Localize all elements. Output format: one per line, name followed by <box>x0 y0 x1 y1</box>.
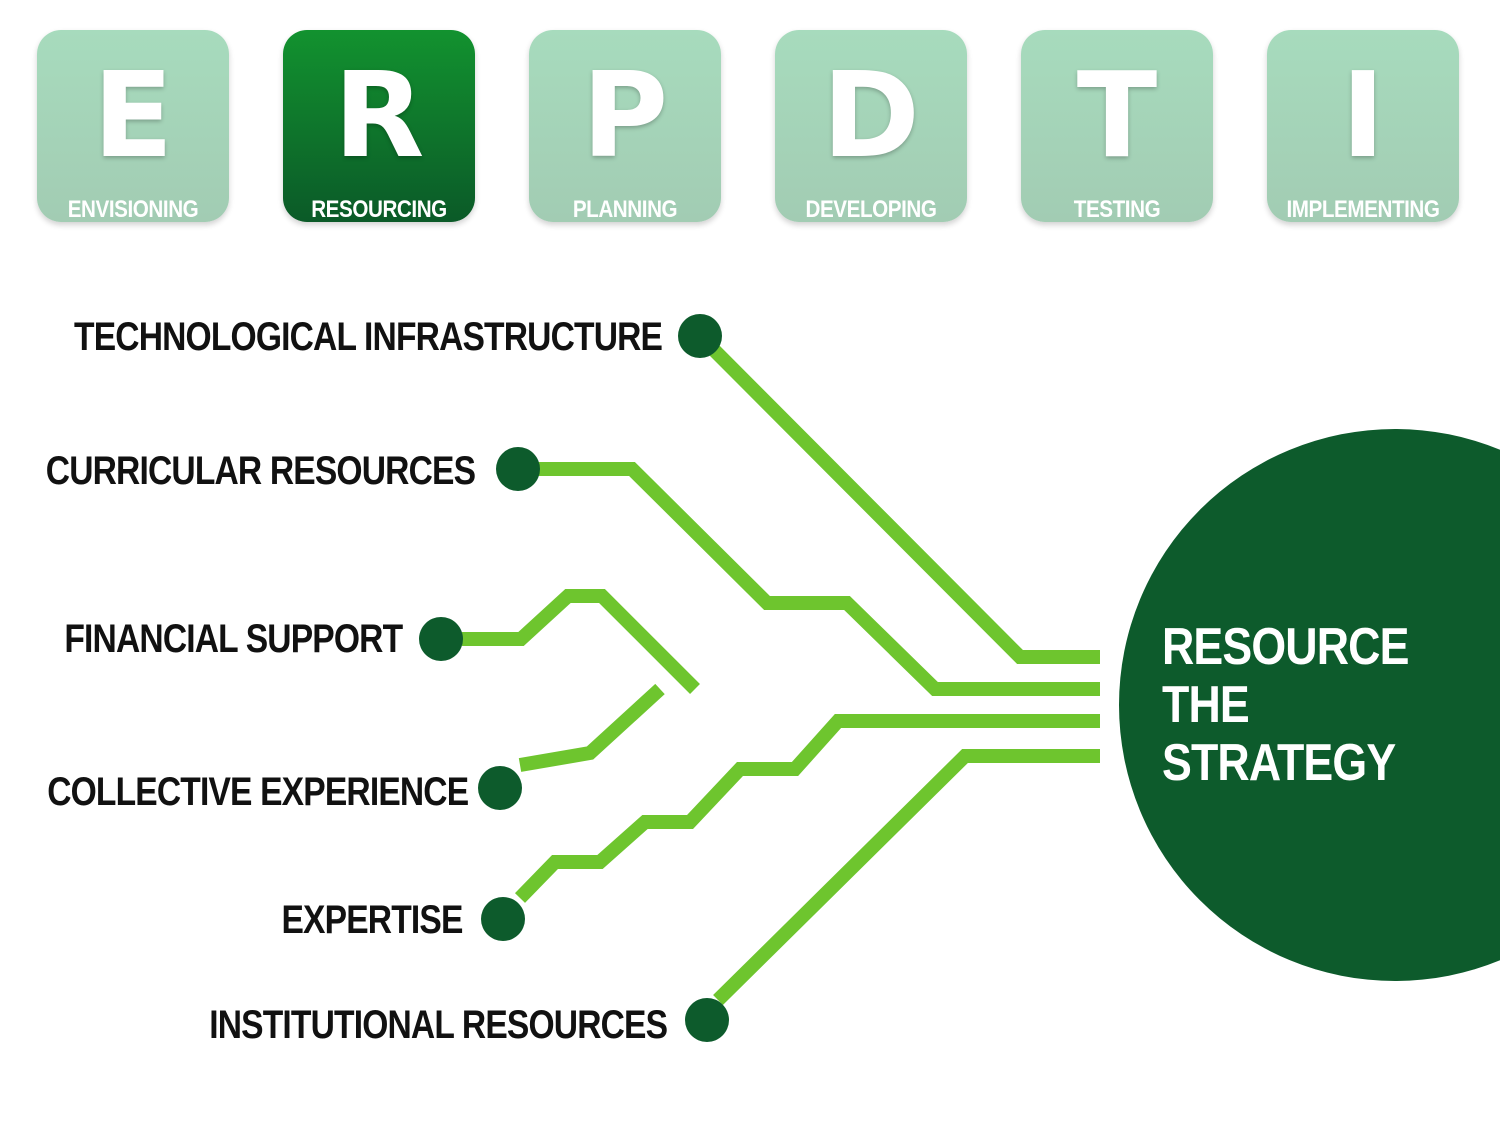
phase-label: ENVISIONING <box>67 196 199 223</box>
phase-label: TESTING <box>1073 196 1161 223</box>
resource-label-curricular-resources: CURRICULAR RESOURCES <box>45 449 476 493</box>
phase-letter: E <box>92 46 174 184</box>
node-technological-infrastructure <box>678 314 722 358</box>
phase-navigation: E ENVISIONING R RESOURCING P PLANNING D … <box>0 0 1500 240</box>
connector-collective-experience <box>518 683 665 772</box>
phase-letter: R <box>333 46 425 184</box>
phase-tile-implementing[interactable]: I IMPLEMENTING <box>1267 30 1459 222</box>
node-expertise <box>481 897 525 941</box>
node-curricular-resources <box>496 447 540 491</box>
phase-tile-envisioning[interactable]: E ENVISIONING <box>37 30 229 222</box>
resource-label-technological-infrastructure: TECHNOLOGICAL INFRASTRUCTURE <box>73 315 663 359</box>
phase-tile-planning[interactable]: P PLANNING <box>529 30 721 222</box>
phase-label: DEVELOPING <box>805 196 937 223</box>
phase-letter: P <box>581 46 669 184</box>
phase-tile-developing[interactable]: D DEVELOPING <box>775 30 967 222</box>
phase-label: PLANNING <box>572 196 678 223</box>
hub-title-line: THE <box>1162 676 1250 734</box>
phase-letter: I <box>1341 46 1385 184</box>
node-institutional-resources <box>685 998 729 1042</box>
phase-tile-testing[interactable]: T TESTING <box>1021 30 1213 222</box>
node-financial-support <box>419 617 463 661</box>
connector-financial-support <box>462 589 700 694</box>
hub-title-line: STRATEGY <box>1162 734 1396 792</box>
hub-title: RESOURCE THE STRATEGY <box>1162 618 1409 792</box>
phase-letter: D <box>822 46 920 184</box>
resource-label-expertise: EXPERTISE <box>281 898 464 942</box>
phase-label: RESOURCING <box>311 196 447 223</box>
phase-label: IMPLEMENTING <box>1286 196 1440 223</box>
phase-letter: T <box>1076 46 1158 184</box>
node-collective-experience <box>478 766 522 810</box>
connector-technological-infrastructure <box>705 341 1100 664</box>
resource-label-collective-experience: COLLECTIVE EXPERIENCE <box>46 770 469 814</box>
connector-lines <box>462 341 1100 1005</box>
resource-label-institutional-resources: INSTITUTIONAL RESOURCES <box>209 1003 668 1047</box>
phase-tile-resourcing[interactable]: R RESOURCING <box>283 30 475 222</box>
connector-institutional-resources <box>713 749 1100 1005</box>
hub-circle <box>1119 429 1500 981</box>
resource-label-financial-support: FINANCIAL SUPPORT <box>64 617 403 661</box>
connector-expertise <box>514 714 1100 903</box>
connector-curricular-resources <box>538 462 1100 696</box>
hub-title-line: RESOURCE <box>1162 618 1409 676</box>
